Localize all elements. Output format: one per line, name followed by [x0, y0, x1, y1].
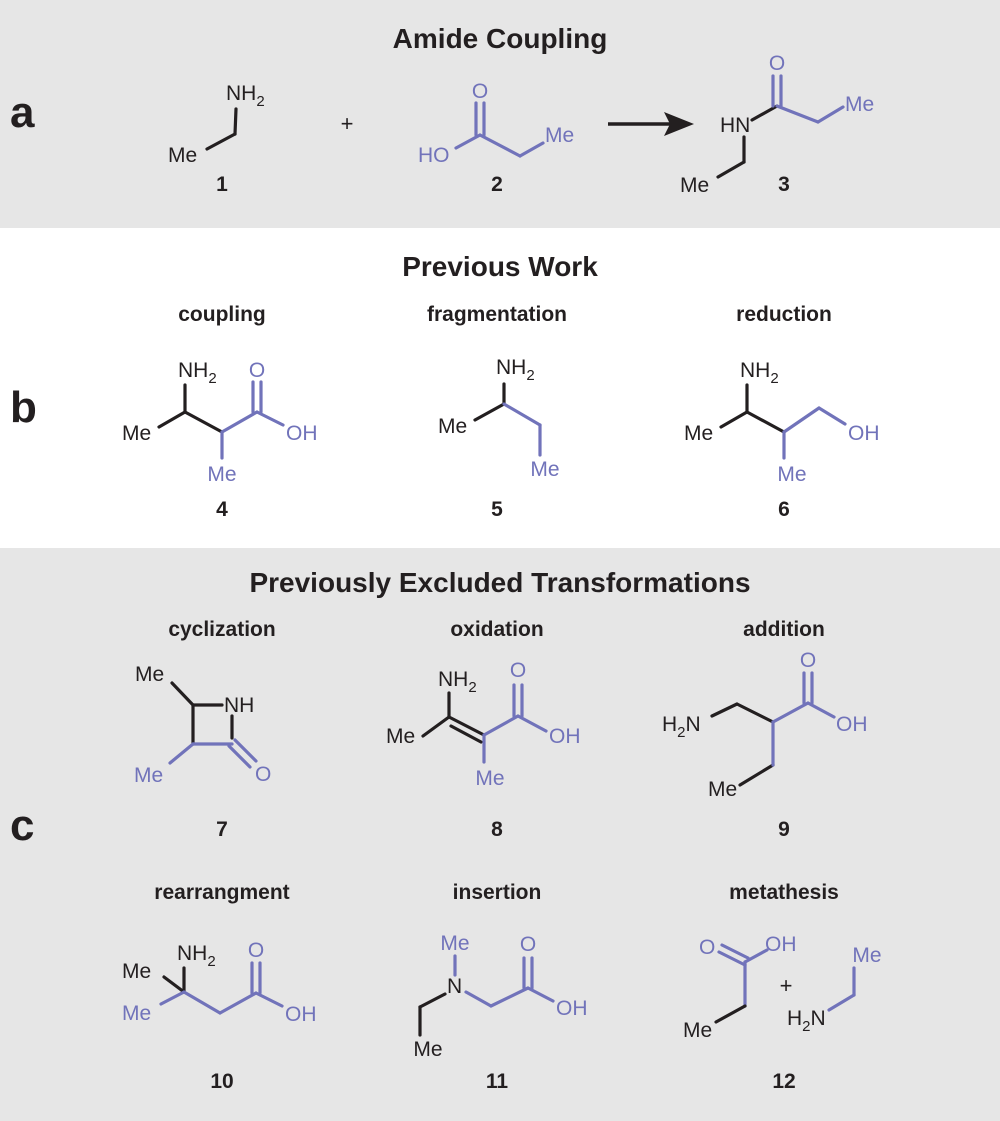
svg-text:Me: Me: [777, 463, 806, 486]
panel-c-background: [0, 548, 1000, 1121]
label-coupling: coupling: [178, 303, 266, 326]
molecule-7: Me NH O Me: [134, 663, 271, 787]
svg-text:O: O: [510, 659, 526, 682]
svg-text:Me: Me: [122, 960, 151, 983]
svg-text:Me: Me: [135, 663, 164, 686]
compound-number-9: 9: [778, 818, 790, 841]
compound-number-4: 4: [216, 498, 228, 521]
svg-text:H2N: H2N: [662, 713, 701, 741]
svg-text:NH2: NH2: [178, 359, 217, 387]
svg-text:Me: Me: [413, 1038, 442, 1061]
svg-text:OH: OH: [765, 933, 797, 956]
svg-text:Me: Me: [122, 1002, 151, 1025]
molecule-4: NH2 Me O OH Me: [122, 359, 318, 486]
svg-text:Me: Me: [545, 124, 574, 147]
molecule-11: Me N O OH Me: [413, 932, 587, 1061]
plus-sign-metathesis: +: [780, 973, 793, 998]
compound-number-3: 3: [778, 173, 790, 196]
label-fragmentation: fragmentation: [427, 303, 567, 326]
svg-text:O: O: [249, 359, 265, 382]
svg-text:Me: Me: [440, 932, 469, 955]
molecule-8: NH2 Me O OH Me: [386, 659, 581, 790]
compound-number-2: 2: [491, 173, 503, 196]
svg-text:O: O: [520, 933, 536, 956]
svg-text:Me: Me: [852, 944, 881, 967]
svg-text:OH: OH: [836, 713, 868, 736]
molecule-10: NH2 Me Me O OH: [122, 939, 317, 1026]
compound-number-7: 7: [216, 818, 228, 841]
svg-text:NH2: NH2: [438, 668, 477, 696]
svg-text:Me: Me: [684, 422, 713, 445]
molecule-12: O OH Me H2N Me: [683, 933, 882, 1042]
svg-text:HO: HO: [418, 144, 450, 167]
compound-number-6: 6: [778, 498, 790, 521]
label-cyclization: cyclization: [168, 618, 275, 641]
svg-text:Me: Me: [683, 1019, 712, 1042]
svg-text:NH2: NH2: [496, 356, 535, 384]
svg-text:O: O: [472, 80, 488, 103]
panel-b-title: Previous Work: [402, 251, 598, 282]
svg-text:O: O: [255, 763, 271, 786]
compound-number-1: 1: [216, 173, 228, 196]
svg-text:Me: Me: [475, 767, 504, 790]
svg-text:NH2: NH2: [740, 359, 779, 387]
svg-text:OH: OH: [285, 1003, 317, 1026]
molecule-9: H2N O OH Me: [662, 649, 868, 801]
panel-a-title: Amide Coupling: [393, 23, 608, 54]
molecule-6: NH2 Me OH Me: [684, 359, 880, 486]
molecule-3: O HN Me Me: [680, 52, 874, 197]
compound-number-12: 12: [772, 1070, 795, 1093]
panel-a-letter: a: [10, 88, 35, 137]
label-insertion: insertion: [453, 881, 542, 904]
svg-text:H2N: H2N: [787, 1007, 826, 1035]
svg-text:Me: Me: [207, 463, 236, 486]
plus-sign: +: [341, 111, 354, 136]
svg-text:Me: Me: [680, 174, 709, 197]
compound-number-11: 11: [486, 1070, 509, 1093]
label-metathesis: metathesis: [729, 881, 839, 904]
compound-number-5: 5: [491, 498, 503, 521]
svg-text:Me: Me: [708, 778, 737, 801]
svg-text:O: O: [248, 939, 264, 962]
svg-text:N: N: [447, 975, 462, 998]
svg-text:O: O: [800, 649, 816, 672]
svg-text:Me: Me: [122, 422, 151, 445]
svg-text:Me: Me: [168, 144, 197, 167]
svg-text:HN: HN: [720, 114, 750, 137]
reaction-arrow: [608, 112, 694, 136]
svg-text:Me: Me: [386, 725, 415, 748]
label-rearrangment: rearrangment: [154, 881, 289, 904]
svg-text:NH2: NH2: [226, 82, 265, 110]
panel-b-background: [0, 228, 1000, 548]
molecule-5: NH2 Me Me: [438, 356, 560, 481]
svg-text:OH: OH: [549, 725, 581, 748]
svg-text:O: O: [699, 936, 715, 959]
svg-text:Me: Me: [134, 764, 163, 787]
compound-number-8: 8: [491, 818, 503, 841]
svg-text:Me: Me: [845, 93, 874, 116]
svg-text:OH: OH: [848, 422, 880, 445]
svg-text:OH: OH: [286, 422, 318, 445]
label-oxidation: oxidation: [450, 618, 543, 641]
panel-b-letter: b: [10, 383, 37, 432]
compound-number-10: 10: [210, 1070, 233, 1093]
molecule-1: NH2 Me: [168, 82, 265, 167]
panel-c-title: Previously Excluded Transformations: [249, 567, 750, 598]
svg-text:OH: OH: [556, 997, 588, 1020]
svg-text:Me: Me: [438, 415, 467, 438]
svg-text:O: O: [769, 52, 785, 75]
molecule-2: O HO Me: [418, 80, 574, 167]
svg-text:NH: NH: [224, 694, 254, 717]
svg-text:Me: Me: [530, 458, 559, 481]
panel-c-letter: c: [10, 801, 34, 850]
label-addition: addition: [743, 618, 825, 641]
label-reduction: reduction: [736, 303, 832, 326]
svg-text:NH2: NH2: [177, 942, 216, 970]
